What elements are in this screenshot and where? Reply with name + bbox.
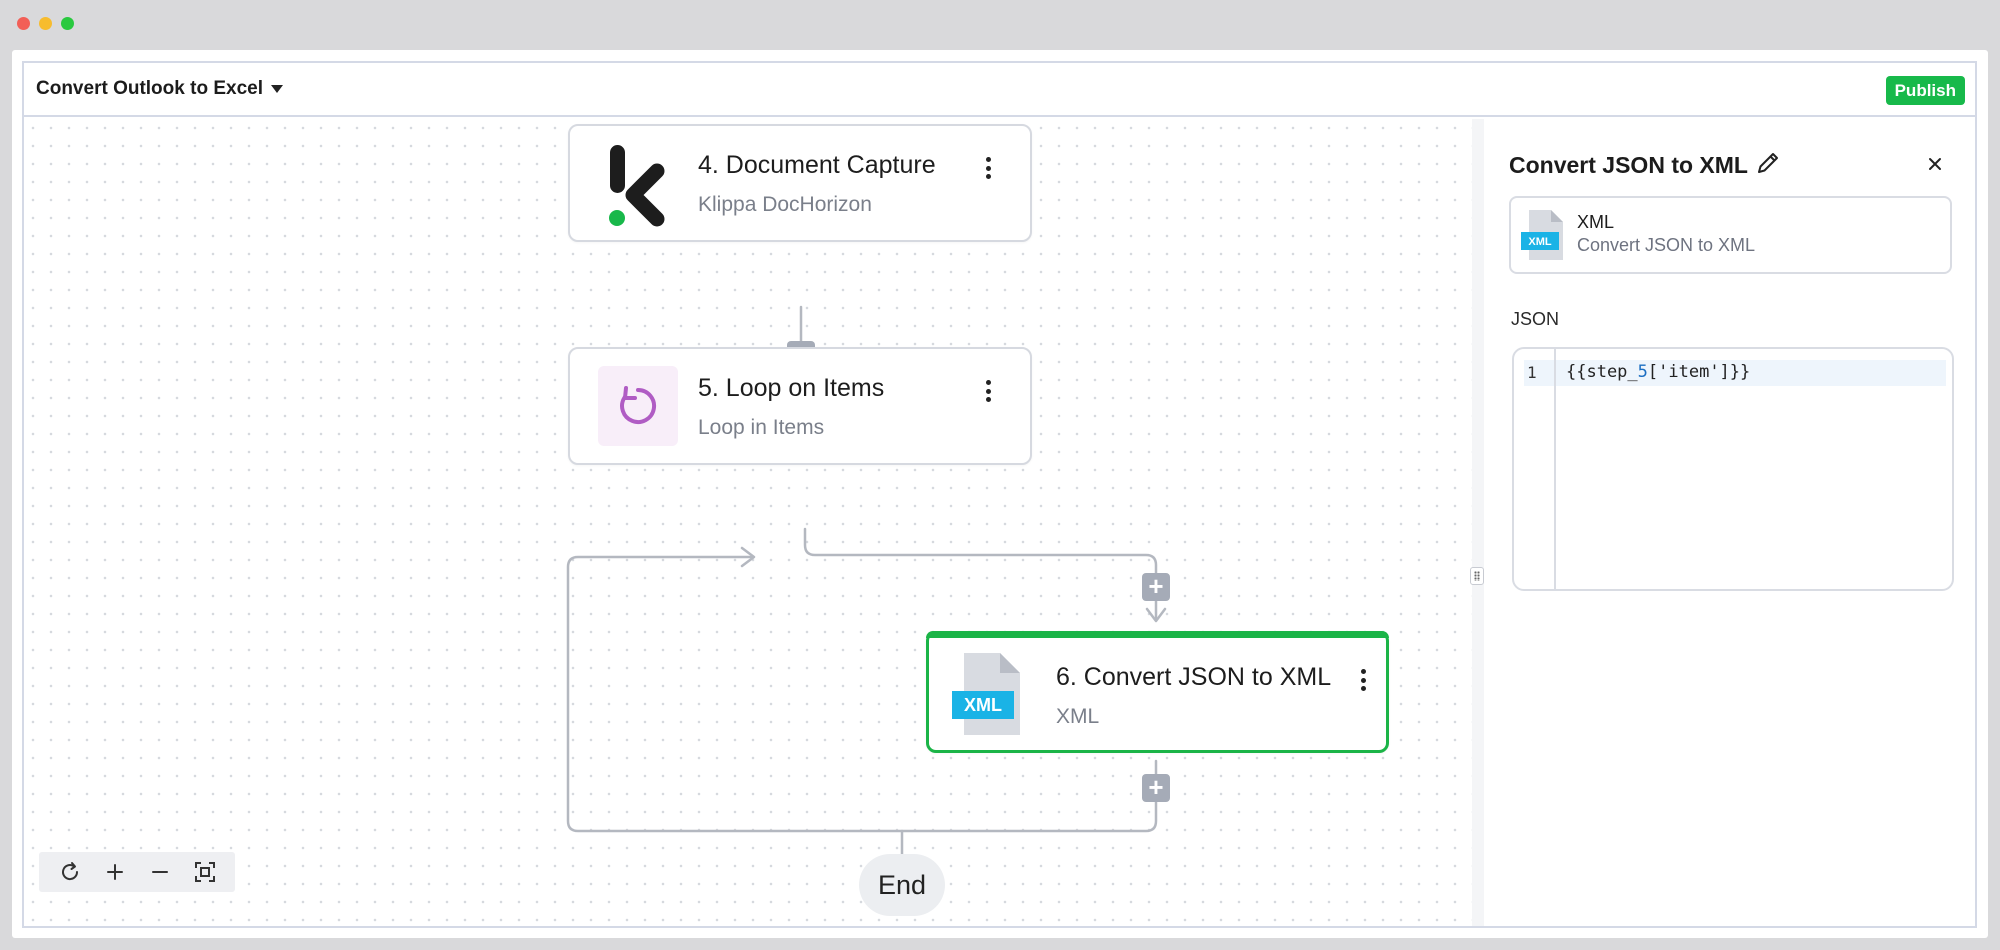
- flow-canvas[interactable]: 4. Document Capture Klippa DocHorizon + …: [24, 119, 1472, 926]
- node-menu-icon[interactable]: [981, 377, 995, 405]
- close-icon[interactable]: [1924, 153, 1946, 175]
- active-line-highlight: [1524, 360, 1946, 386]
- loop-icon: [598, 366, 678, 446]
- flow-step-convert-json-to-xml[interactable]: XML 6. Convert JSON to XML XML: [926, 631, 1389, 753]
- klippa-logo-icon: [605, 143, 669, 227]
- panel-title: Convert JSON to XML: [1509, 152, 1748, 178]
- connector-5-loop: [803, 527, 1158, 621]
- xml-file-icon: XML: [1521, 209, 1565, 261]
- node-subtitle: XML: [1056, 705, 1100, 728]
- flow-title-dropdown[interactable]: Convert Outlook to Excel: [36, 78, 283, 100]
- xml-icon-label: XML: [964, 695, 1002, 715]
- top-bar: Convert Outlook to Excel Publish: [24, 63, 1975, 117]
- flow-step-document-capture[interactable]: 4. Document Capture Klippa DocHorizon: [568, 124, 1032, 242]
- piece-info-card: XML XML Convert JSON to XML: [1509, 196, 1952, 274]
- xml-icon-label: XML: [1528, 236, 1552, 248]
- code-line: {{step_5['item']}}: [1566, 362, 1750, 382]
- add-step-button[interactable]: +: [1142, 573, 1170, 601]
- close-window-button[interactable]: [17, 17, 30, 30]
- json-field-label: JSON: [1511, 309, 1560, 329]
- node-menu-icon[interactable]: [981, 154, 995, 182]
- caret-down-icon: [270, 85, 283, 93]
- code-prefix: {{step_: [1566, 362, 1638, 382]
- minimize-window-button[interactable]: [39, 17, 52, 30]
- window-controls: [17, 17, 74, 30]
- line-number-gutter: [1514, 349, 1556, 589]
- node-menu-icon[interactable]: [1356, 666, 1370, 694]
- piece-description: Convert JSON to XML: [1577, 235, 1756, 255]
- flow-builder: Convert Outlook to Excel Publish: [22, 61, 1977, 928]
- fit-view-icon[interactable]: [191, 858, 219, 886]
- drag-handle-icon[interactable]: [1470, 567, 1484, 585]
- node-title: 6. Convert JSON to XML: [1056, 663, 1332, 691]
- node-subtitle: Klippa DocHorizon: [698, 193, 872, 216]
- flow-step-loop-on-items[interactable]: 5. Loop on Items Loop in Items: [568, 347, 1032, 465]
- piece-name: XML: [1577, 212, 1615, 232]
- publish-button[interactable]: Publish: [1885, 76, 1965, 105]
- reset-icon[interactable]: [56, 858, 84, 886]
- xml-file-icon: XML: [952, 651, 1022, 737]
- code-number: 5: [1637, 362, 1648, 382]
- zoom-in-icon[interactable]: [101, 858, 129, 886]
- json-code-editor[interactable]: 1 {{step_5['item']}}: [1512, 347, 1954, 591]
- node-subtitle: Loop in Items: [698, 416, 825, 439]
- step-settings-panel: Convert JSON to XML XML XML Convert JSON…: [1484, 119, 1975, 926]
- zoom-out-icon[interactable]: [146, 858, 174, 886]
- canvas-controls: [39, 852, 235, 892]
- node-title: 5. Loop on Items: [698, 374, 885, 402]
- arrow-5-6: [1145, 607, 1167, 623]
- add-step-button[interactable]: +: [1142, 774, 1170, 802]
- flow-title: Convert Outlook to Excel: [36, 78, 263, 99]
- code-suffix: ['item']}}: [1647, 362, 1751, 382]
- panel-splitter[interactable]: [1472, 119, 1484, 926]
- end-node: End: [859, 854, 945, 916]
- line-number: 1: [1527, 363, 1537, 382]
- connector-6-loopback: [566, 555, 1158, 833]
- arrow-loopback: [740, 546, 756, 568]
- pencil-icon[interactable]: [1754, 149, 1782, 177]
- node-title: 4. Document Capture: [698, 151, 936, 179]
- maximize-window-button[interactable]: [61, 17, 74, 30]
